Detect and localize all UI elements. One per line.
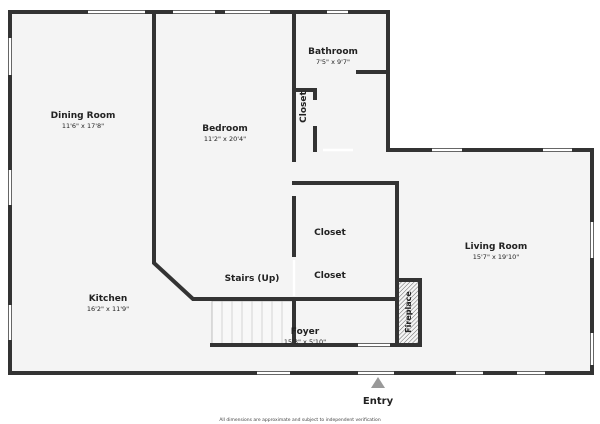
kitchen-dims: 16'2" x 11'9" (87, 305, 129, 313)
bathroom-label: Bathroom (308, 47, 358, 57)
stairs (211, 300, 295, 346)
foyer-label: Foyer (291, 327, 320, 337)
stairs-label: Stairs (Up) (225, 274, 280, 284)
floor-area (10, 12, 592, 373)
fireplace-label: Fireplace (404, 291, 413, 333)
living-room-dims: 15'7" x 19'10" (473, 253, 519, 261)
bath-closet-label: Closet (299, 90, 309, 122)
disclaimer: All dimensions are approximate and subje… (219, 417, 380, 423)
dining-room-dims: 11'6" x 17'8" (62, 122, 104, 130)
bedroom-dims: 11'2" x 20'4" (204, 135, 246, 143)
fireplace (399, 280, 418, 343)
walls (8, 10, 594, 375)
bedroom-label: Bedroom (202, 124, 248, 134)
closet-lower-label: Closet (314, 271, 346, 281)
closet-upper-label: Closet (314, 228, 346, 238)
foyer-dims: 15'3" x 5'10" (284, 338, 326, 346)
entry-arrow-icon (371, 377, 385, 388)
entry-label: Entry (363, 396, 394, 407)
kitchen-label: Kitchen (89, 294, 128, 304)
dining-room-label: Dining Room (51, 111, 116, 121)
living-room-label: Living Room (465, 242, 527, 252)
windows (8, 10, 594, 375)
bathroom-dims: 7'5" x 9'7" (316, 58, 350, 66)
